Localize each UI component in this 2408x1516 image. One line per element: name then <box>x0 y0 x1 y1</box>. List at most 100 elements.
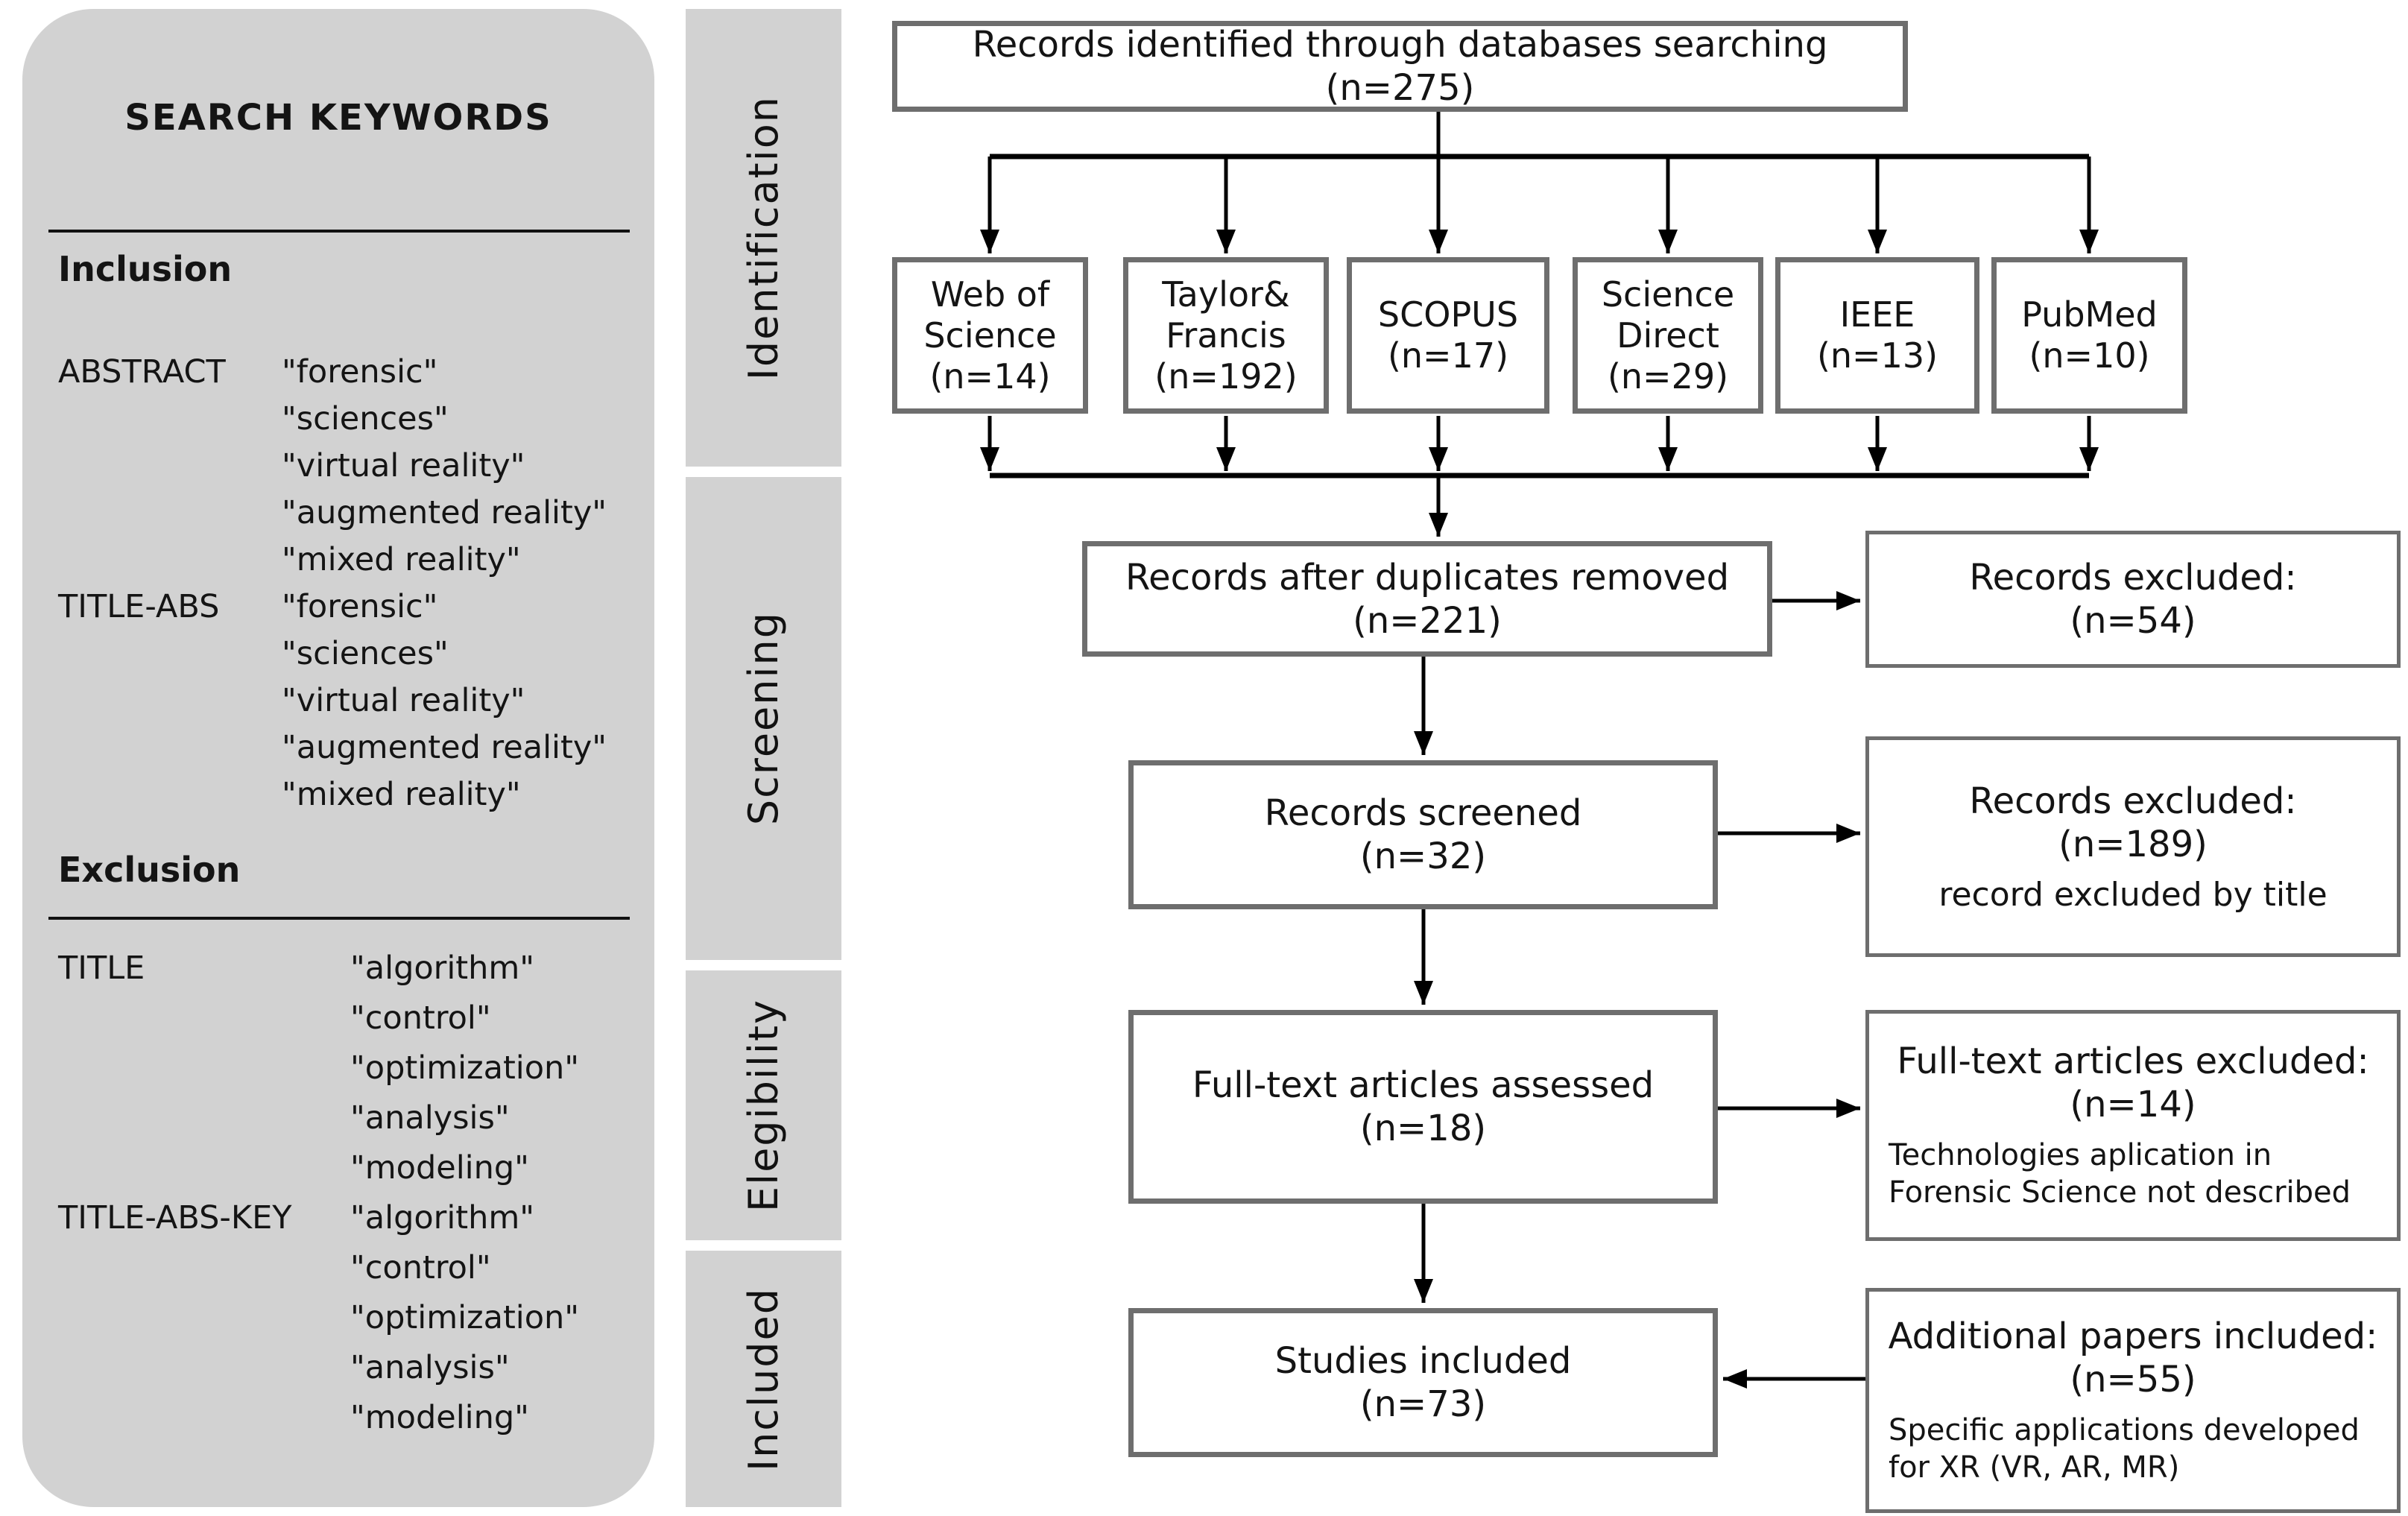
keyword-term: "analysis" <box>350 1349 510 1386</box>
keyword-row: TITLE "algorithm" <box>58 950 639 999</box>
keyword-term: "sciences" <box>282 400 449 438</box>
keyword-field-label: ABSTRACT <box>58 353 226 391</box>
box-line: Records screened <box>1264 792 1582 834</box>
box-line: (n=221) <box>1353 599 1502 642</box>
keyword-term: "virtual reality" <box>282 447 525 484</box>
database-box-line: (n=192) <box>1154 356 1298 397</box>
keyword-term: "forensic" <box>282 353 438 391</box>
keyword-term: "augmented reality" <box>282 729 607 766</box>
panel-title: SEARCH KEYWORDS <box>124 97 552 139</box>
keyword-term: "augmented reality" <box>282 494 607 531</box>
keyword-row: "control" <box>58 999 639 1049</box>
box-line: (n=73) <box>1359 1383 1487 1425</box>
box-line: (n=189) <box>2058 824 2208 865</box>
stage-band-elegibility: Elegibility <box>686 970 841 1240</box>
keyword-term: "mixed reality" <box>282 776 521 813</box>
box-line: (n=55) <box>2070 1359 2196 1400</box>
database-box-line: SCOPUS <box>1377 294 1519 335</box>
panel-divider <box>48 917 630 920</box>
database-box-line: Web of <box>930 274 1050 315</box>
keyword-term: "optimization" <box>350 1049 580 1087</box>
keyword-term: "algorithm" <box>350 950 535 987</box>
keyword-term: "modeling" <box>350 1399 529 1436</box>
keyword-row: TITLE-ABS "forensic" <box>58 588 639 635</box>
keyword-term: "modeling" <box>350 1149 529 1187</box>
keyword-row: "modeling" <box>58 1399 639 1449</box>
database-box-line: Francis <box>1166 315 1286 356</box>
database-box-line: (n=29) <box>1607 356 1729 397</box>
box-line: (n=14) <box>2070 1084 2196 1125</box>
fulltext-assessed-box: Full-text articles assessed (n=18) <box>1128 1010 1718 1204</box>
inclusion-heading: Inclusion <box>58 249 233 289</box>
keyword-field-label: TITLE <box>58 950 145 987</box>
database-box-line: (n=14) <box>929 356 1051 397</box>
database-box-line: Science <box>923 315 1057 356</box>
database-box-line: Taylor& <box>1162 274 1290 315</box>
keyword-row: TITLE-ABS-KEY "algorithm" <box>58 1199 639 1249</box>
keyword-row: "augmented reality" <box>58 494 639 541</box>
box-line: Studies included <box>1274 1340 1572 1382</box>
records-screened-box: Records screened (n=32) <box>1128 760 1718 909</box>
keyword-row: "augmented reality" <box>58 729 639 776</box>
box-note: Technologies aplication in Forensic Scie… <box>1889 1138 2351 1210</box>
keyword-row: "control" <box>58 1249 639 1299</box>
inclusion-keyword-rows: ABSTRACT "forensic" "sciences" "virtual rea… <box>58 353 639 823</box>
additional-papers-box: Additional papers included: (n=55) Speci… <box>1865 1288 2401 1513</box>
database-box-line: Science <box>1601 274 1735 315</box>
box-line: Full-text articles excluded: <box>1897 1040 2369 1082</box>
keyword-term: "optimization" <box>350 1299 580 1336</box>
database-box-line: IEEE <box>1839 294 1915 335</box>
studies-included-box: Studies included (n=73) <box>1128 1308 1718 1457</box>
box-line: (n=54) <box>2070 600 2196 642</box>
keyword-field-label: TITLE-ABS-KEY <box>58 1199 292 1237</box>
keyword-row: "sciences" <box>58 635 639 682</box>
database-box-4: IEEE(n=13) <box>1775 257 1979 414</box>
box-note: Specific applications developed for XR (… <box>1889 1413 2360 1485</box>
keyword-term: "forensic" <box>282 588 438 625</box>
database-box-line: (n=13) <box>1816 335 1938 376</box>
keyword-row: "modeling" <box>58 1149 639 1199</box>
keyword-row: "virtual reality" <box>58 682 639 729</box>
box-line: Records identified through databases sea… <box>972 24 1828 66</box>
database-box-5: PubMed(n=10) <box>1991 257 2187 414</box>
keyword-term: "mixed reality" <box>282 541 521 578</box>
database-box-1: Taylor&Francis(n=192) <box>1123 257 1329 414</box>
records-after-duplicates-box: Records after duplicates removed (n=221) <box>1082 541 1772 657</box>
keyword-term: "control" <box>350 999 491 1037</box>
search-keywords-panel: SEARCH KEYWORDS Inclusion ABSTRACT "foren… <box>22 9 654 1507</box>
keyword-term: "control" <box>350 1249 491 1286</box>
keyword-row: "sciences" <box>58 400 639 447</box>
database-box-2: SCOPUS(n=17) <box>1347 257 1549 414</box>
panel-divider <box>48 230 630 233</box>
box-line: Full-text articles assessed <box>1192 1064 1655 1106</box>
keyword-row: "mixed reality" <box>58 541 639 588</box>
box-line: (n=32) <box>1359 836 1487 877</box>
keyword-row: "mixed reality" <box>58 776 639 823</box>
box-line: Additional papers included: <box>1888 1316 2378 1357</box>
database-box-line: PubMed <box>2021 294 2158 335</box>
records-identified-box: Records identified through databases sea… <box>892 21 1908 112</box>
box-line: (n=18) <box>1359 1108 1487 1149</box>
keyword-row: "optimization" <box>58 1299 639 1349</box>
stage-band-included: Included <box>686 1251 841 1507</box>
fulltext-excluded-box: Full-text articles excluded: (n=14) Tech… <box>1865 1010 2401 1241</box>
keyword-term: "sciences" <box>282 635 449 672</box>
database-box-line: (n=17) <box>1387 335 1509 376</box>
keyword-field-label: TITLE-ABS <box>58 588 220 625</box>
keyword-row: "virtual reality" <box>58 447 639 494</box>
keyword-row: ABSTRACT "forensic" <box>58 353 639 400</box>
keyword-row: "analysis" <box>58 1349 639 1399</box>
keyword-term: "algorithm" <box>350 1199 535 1237</box>
database-box-line: (n=10) <box>2029 335 2150 376</box>
box-line: Records excluded: <box>1969 557 2297 598</box>
records-excluded-54-box: Records excluded: (n=54) <box>1865 531 2401 668</box>
database-box-line: Direct <box>1617 315 1719 356</box>
box-line: Records excluded: <box>1969 780 2297 822</box>
stage-band-screening: Screening <box>686 477 841 960</box>
keyword-term: "analysis" <box>350 1099 510 1137</box>
keyword-row: "optimization" <box>58 1049 639 1099</box>
